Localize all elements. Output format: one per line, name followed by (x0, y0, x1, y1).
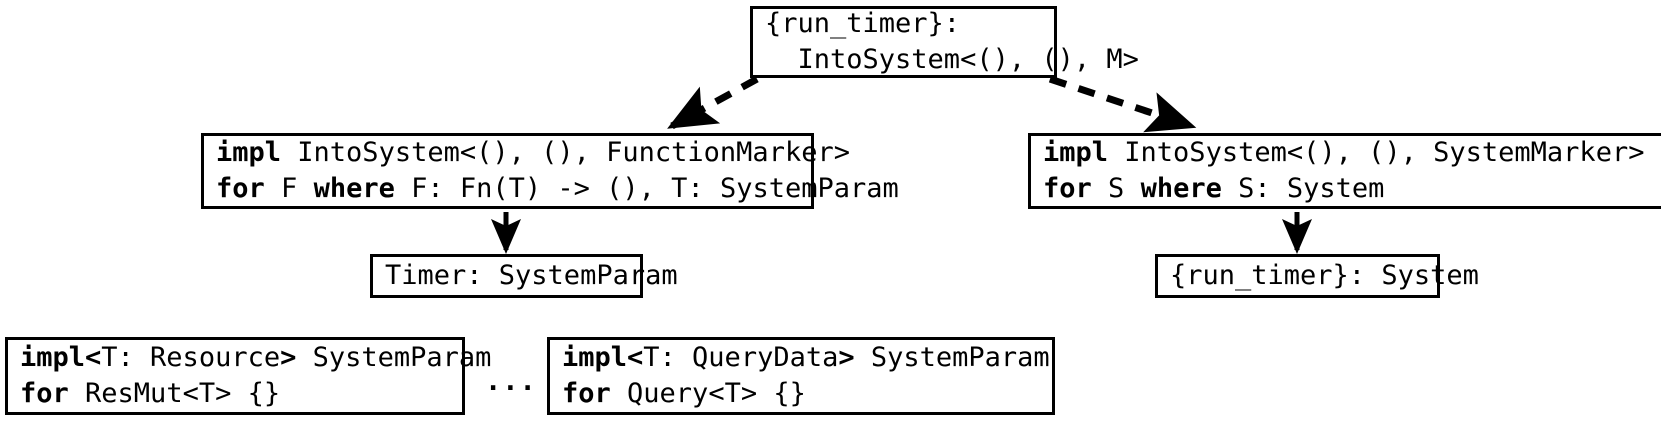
code-token: T: Resource (101, 342, 281, 373)
code-token: Timer: SystemParam (385, 260, 678, 291)
node-timer-systemparam[interactable]: Timer: SystemParam (370, 254, 678, 298)
code-token: IntoSystem<(), (), M> (765, 44, 1139, 75)
node-text-line: Timer: SystemParam (385, 258, 678, 294)
node-run-timer-intosystem[interactable]: {run_timer}: IntoSystem<(), (), M> (750, 6, 1139, 78)
keyword-token: > (280, 342, 297, 373)
code-token: Query<T> {} (610, 378, 806, 409)
node-text-line: for S where S: System (1043, 171, 1651, 207)
code-token: {run_timer}: (765, 8, 961, 39)
code-token: SystemParam (854, 342, 1050, 373)
code-token: SystemParam (296, 342, 492, 373)
node-text-line: {run_timer}: System (1170, 258, 1479, 294)
keyword-token: where (313, 173, 395, 204)
keyword-token: impl (216, 137, 282, 168)
ellipsis-more-impls: ... (485, 366, 537, 397)
code-token: IntoSystem<(), (), SystemMarker> (1108, 137, 1645, 168)
keyword-token: for (1043, 173, 1092, 204)
node-text-line: IntoSystem<(), (), M> (765, 42, 1139, 78)
edge-dashed-root-to-systemmarker (1048, 75, 1197, 133)
keyword-token: where (1140, 173, 1222, 204)
code-token: {run_timer}: System (1170, 260, 1479, 291)
node-impl-intosystem-systemmarker[interactable]: impl IntoSystem<(), (), SystemMarker>for… (1028, 133, 1661, 209)
keyword-token: impl (1043, 137, 1109, 168)
code-token: F (264, 173, 314, 204)
code-token: S (1091, 173, 1141, 204)
code-token: ResMut<T> {} (68, 378, 281, 409)
keyword-token: impl< (562, 342, 644, 373)
code-token: F: Fn(T) -> (), T: SystemParam (394, 173, 899, 204)
node-impl-intosystem-functionmarker[interactable]: impl IntoSystem<(), (), FunctionMarker>f… (201, 133, 899, 209)
edge-dashed-root-to-functionmarker (667, 75, 759, 130)
keyword-token: for (20, 378, 69, 409)
node-text-line: impl IntoSystem<(), (), FunctionMarker> (216, 135, 850, 171)
code-token: S: System (1221, 173, 1385, 204)
node-run-timer-system[interactable]: {run_timer}: System (1155, 254, 1479, 298)
keyword-token: for (216, 173, 265, 204)
node-text-line: for F where F: Fn(T) -> (), T: SystemPar… (216, 171, 899, 207)
code-token: T: QueryData (643, 342, 839, 373)
node-text-line: {run_timer}: (765, 6, 1044, 42)
node-text-line: for Query<T> {} (562, 376, 1042, 412)
keyword-token: for (562, 378, 611, 409)
node-text-line: impl<T: QueryData> SystemParam (562, 340, 1050, 376)
keyword-token: > (838, 342, 855, 373)
node-text-line: impl IntoSystem<(), (), SystemMarker> (1043, 135, 1651, 171)
node-text-line: impl<T: Resource> SystemParam (20, 340, 491, 376)
keyword-token: impl< (20, 342, 102, 373)
code-token: IntoSystem<(), (), FunctionMarker> (281, 137, 850, 168)
node-text-line: for ResMut<T> {} (20, 376, 452, 412)
